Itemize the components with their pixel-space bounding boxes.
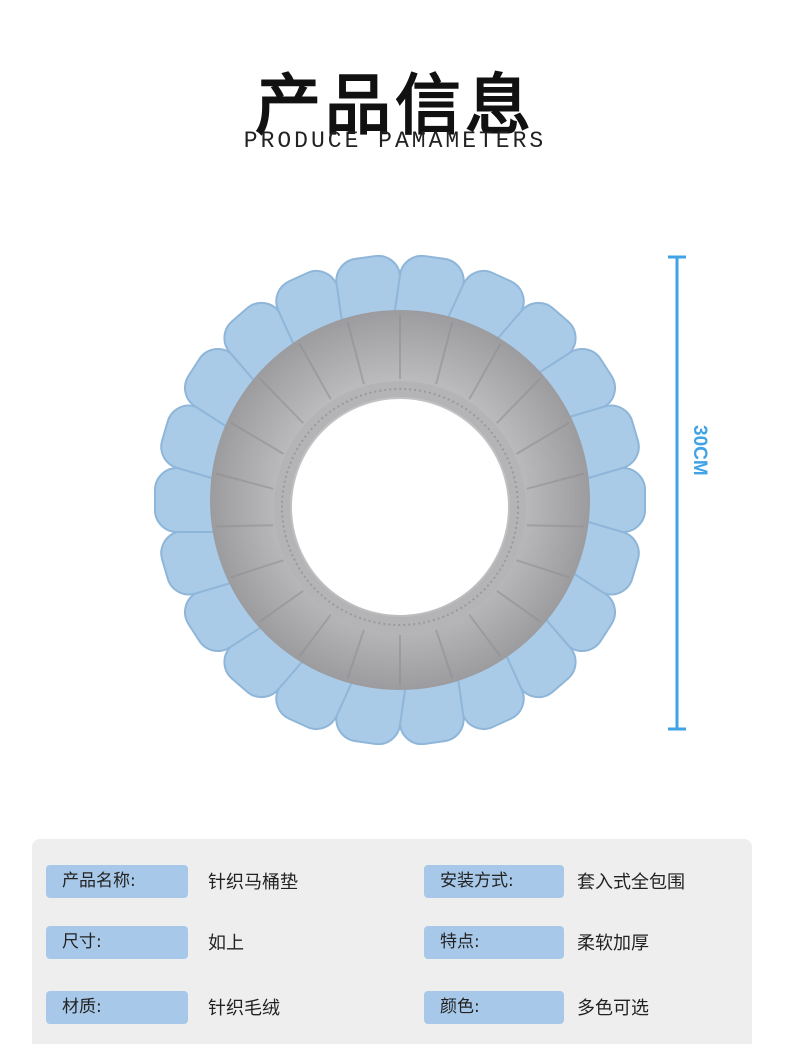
spec-row: 尺寸: 如上 特点: 柔软加厚 bbox=[32, 926, 752, 960]
spec-row: 产品名称: 针织马桶垫 安装方式: 套入式全包围 bbox=[32, 865, 752, 899]
spec-value-install: 套入式全包围 bbox=[577, 872, 685, 893]
spec-panel: 产品名称: 针织马桶垫 安装方式: 套入式全包围 尺寸: 如上 特点: 柔软加厚… bbox=[32, 839, 752, 1044]
spec-value-feature: 柔软加厚 bbox=[577, 933, 649, 954]
size-label: 30CM bbox=[689, 425, 710, 476]
size-dimension-line bbox=[668, 255, 686, 731]
page-title: 产品信息 bbox=[255, 67, 535, 144]
spec-value-size: 如上 bbox=[208, 933, 244, 954]
spec-label-color: 颜色: bbox=[424, 991, 564, 1024]
spec-row: 材质: 针织毛绒 颜色: 多色可选 bbox=[32, 991, 752, 1025]
spec-label-product-name: 产品名称: bbox=[46, 865, 188, 898]
page-subtitle: PRODUCE PAMAMETERS bbox=[243, 128, 547, 154]
spec-label-material: 材质: bbox=[46, 991, 188, 1024]
spec-label-size: 尺寸: bbox=[46, 926, 188, 959]
spec-value-material: 针织毛绒 bbox=[208, 998, 280, 1019]
spec-label-install: 安装方式: bbox=[424, 865, 564, 898]
spec-value-product-name: 针织马桶垫 bbox=[208, 872, 298, 893]
spec-label-feature: 特点: bbox=[424, 926, 564, 959]
toilet-seat-cushion-image bbox=[154, 254, 646, 745]
spec-value-color: 多色可选 bbox=[577, 998, 649, 1019]
